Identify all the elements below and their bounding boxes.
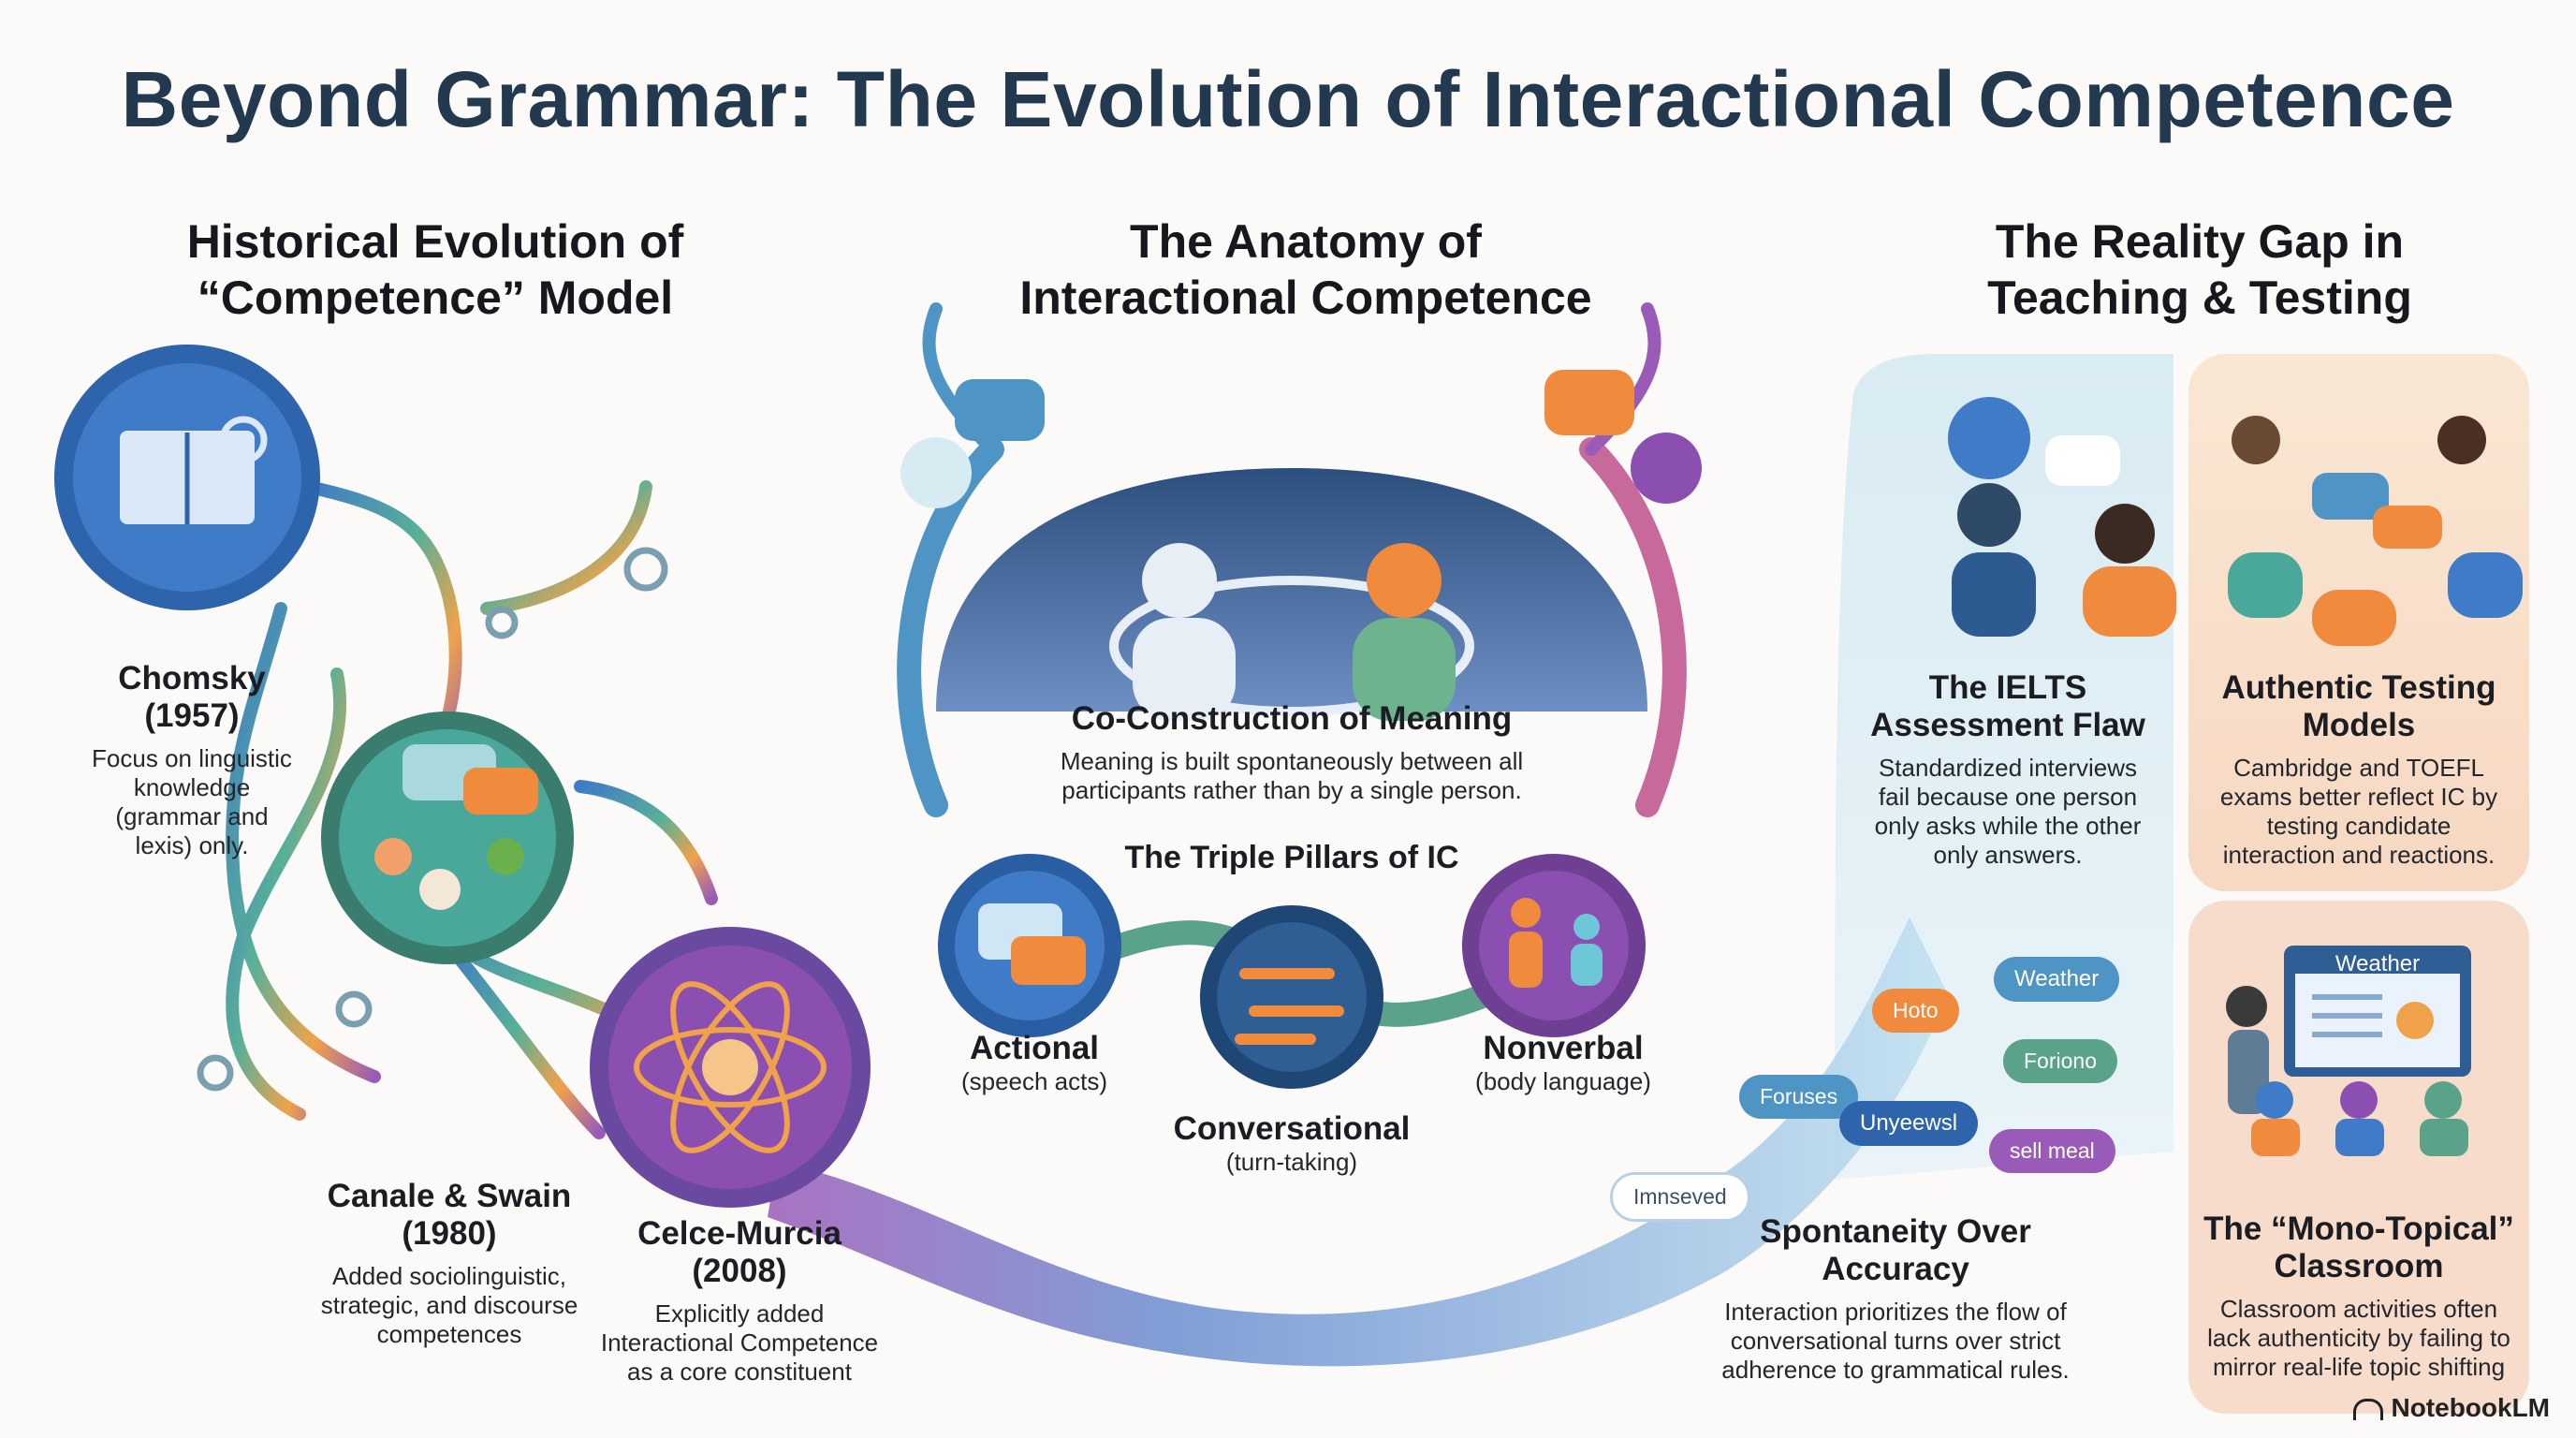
co-construction-block: Co-Construction of Meaning Meaning is bu… (1011, 700, 1573, 805)
pillars-title: The Triple Pillars of IC (1124, 840, 1459, 875)
co-construction-title: Co-Construction of Meaning (1071, 700, 1513, 737)
panel-title: The “Mono-Topical”Classroom (2203, 1211, 2514, 1284)
bubble-sell-meal: sell meal (1989, 1129, 2115, 1173)
co-construction-text: Meaning is built spontaneously between a… (1060, 747, 1524, 804)
pillar-name: Actional (969, 1030, 1100, 1066)
bubble-unyeewsl: Unyeewsl (1839, 1101, 1979, 1146)
pillar-sub: (body language) (1475, 1067, 1651, 1095)
pillar-sub: (speech acts) (960, 1067, 1108, 1095)
pillar-name: Nonverbal (1483, 1030, 1644, 1066)
bubble-hoto: Hoto (1872, 989, 1959, 1033)
page-title: Beyond Grammar: The Evolution of Interac… (121, 55, 2455, 143)
bubble-weather: Weather (1994, 957, 2120, 1002)
brand-text: NotebookLM (2391, 1393, 2550, 1422)
classroom-board-label: Weather (2334, 951, 2421, 976)
pillar-sub: (turn-taking) (1225, 1148, 1358, 1176)
bubble-imnseved: Imnseved (1610, 1172, 1750, 1222)
brand-logo: NotebookLM (2353, 1393, 2550, 1423)
brand-icon (2353, 1399, 2384, 1421)
pillar-conversational: Conversational (turn-taking) (1151, 1110, 1432, 1177)
history-node-canale-swain: Canale & Swain(1980) Added sociolinguist… (309, 1178, 590, 1349)
history-heading: Historical Evolution of“Competence” Mode… (186, 215, 684, 324)
bubble-foruses: Foruses (1739, 1075, 1859, 1119)
pillar-nonverbal: Nonverbal (body language) (1446, 1030, 1680, 1096)
gap-panel-classroom: The “Mono-Topical”Classroom Classroom ac… (2190, 1211, 2527, 1382)
pillar-actional: Actional (speech acts) (917, 1030, 1151, 1096)
node-title: Canale & Swain(1980) (327, 1178, 572, 1252)
bubble-foriono: Foriono (2003, 1039, 2117, 1083)
node-title: Chomsky(1957) (118, 660, 266, 734)
node-title: Celce-Murcia(2008) (637, 1215, 842, 1289)
node-text: Added sociolinguistic,strategic, and dis… (320, 1262, 578, 1348)
pillar-name: Conversational (1173, 1110, 1411, 1147)
